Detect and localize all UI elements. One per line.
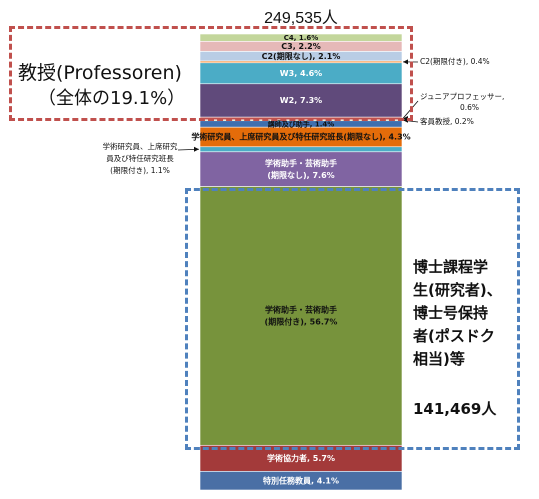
callout-label: C2(期限付き), 0.4% — [420, 56, 490, 66]
segment-label: 講師及び助手, 1.4% — [268, 119, 335, 128]
segment-label: C3, 2.2% — [281, 42, 320, 51]
callout-label: 0.6% — [460, 103, 479, 112]
bar-segment — [199, 146, 403, 153]
callout-label: ジュニアプロフェッサー, — [420, 92, 504, 101]
segment-label: 学術助手・芸術助手 — [265, 158, 337, 168]
doctoral-box-line: 生(研究者)、 — [413, 281, 502, 299]
callout-arrowhead — [194, 146, 199, 152]
segment-label: 特別任務教員, 4.1% — [263, 475, 339, 485]
segment-label: 学術助手・芸術助手 — [265, 305, 337, 315]
doctoral-box-line: 博士号保持 — [413, 304, 489, 322]
doctoral-box-line: 相当)等 — [413, 350, 465, 368]
bar-segment — [199, 83, 403, 118]
professor-highlight-box — [9, 26, 413, 121]
professor-box-subtitle: （全体の19.1%） — [38, 88, 186, 109]
segment-label: W3, 4.6% — [280, 69, 322, 78]
bar-segment — [199, 33, 403, 42]
segment-label: C2(期限なし), 2.1% — [262, 51, 341, 61]
segment-label: 学術協力者, 5.7% — [267, 453, 335, 463]
segment-label: 学術研究員、上席研究員及び特任研究班長(期限なし), 4.3% — [191, 132, 410, 142]
bar-segment — [199, 151, 403, 187]
segment-label: (期限なし), 7.6% — [267, 170, 334, 180]
doctoral-highlight-box — [185, 188, 520, 450]
doctoral-box-count: 141,469人 — [413, 400, 497, 418]
callout-label: (期限付き), 1.1% — [110, 165, 170, 175]
doctoral-box-description: 博士課程学 生(研究者)、 博士号保持 者(ポスドク 相当)等 — [413, 256, 521, 371]
callout-label: 客員教授, 0.2% — [420, 116, 474, 126]
doctoral-box-line: 博士課程学 — [413, 258, 489, 276]
callout-label: 学術研究員、上席研究 — [103, 141, 178, 151]
segment-label: W2, 7.3% — [280, 96, 322, 105]
professor-box-title: 教授(Professoren) — [18, 62, 182, 84]
callout-label: 員及び特任研究班長 — [106, 153, 174, 163]
total-count-label: 249,535人 — [264, 10, 338, 27]
segment-label: (期限付き), 56.7% — [265, 317, 338, 327]
segment-label: C4, 1.6% — [284, 34, 319, 42]
callout-arrowhead — [403, 59, 408, 65]
doctoral-box-line: 者(ポスドク — [413, 327, 495, 345]
